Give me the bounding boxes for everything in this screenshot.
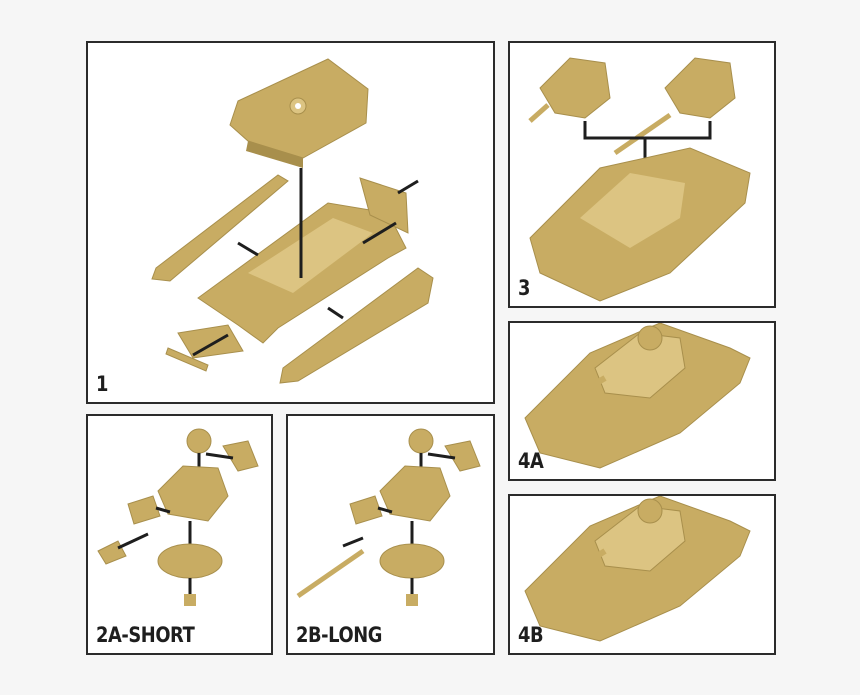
turret-long-exploded-diagram [296, 428, 481, 606]
step-2a-panel: 2A-SHORT [86, 414, 273, 655]
step-label: 1 [96, 372, 109, 396]
step-label: 2B-LONG [296, 623, 382, 647]
step-2b-panel: 2B-LONG [286, 414, 495, 655]
finished-tank-long-gun [524, 496, 751, 642]
turret-to-hull-diagram [528, 57, 751, 302]
hull-exploded-diagram [151, 58, 434, 384]
finished-tank-short-gun [524, 323, 751, 469]
step-4a-panel: 4A [508, 321, 776, 481]
step-label: 4A [518, 449, 544, 473]
step-label: 4B [518, 623, 544, 647]
step-4b-panel: 4B [508, 494, 776, 655]
step-label: 2A-SHORT [96, 623, 195, 647]
step-1-panel: 1 [86, 41, 495, 404]
turret-short-exploded-diagram [97, 428, 259, 606]
step-label: 3 [518, 276, 531, 300]
step-3-panel: 3 [508, 41, 776, 308]
